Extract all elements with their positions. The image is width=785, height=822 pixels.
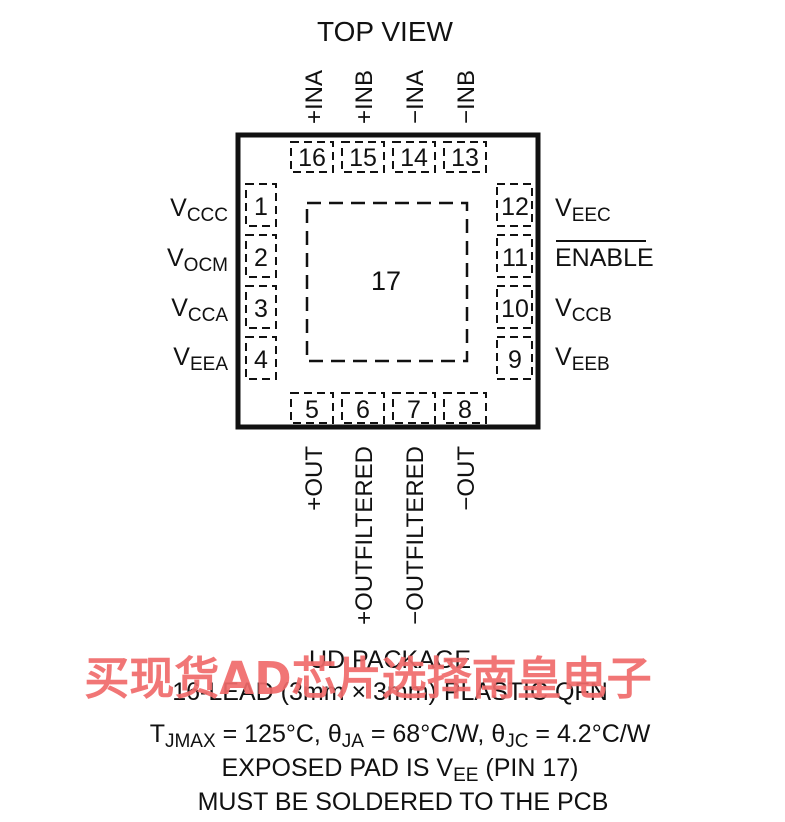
exposed-pad-outline <box>305 201 469 363</box>
pin-number-11: 11 <box>502 244 528 272</box>
pin-pad-13 <box>443 141 487 173</box>
bottom-pins: 5 6 7 8 +OUT +OUTFILTERED −OUTFILTERED −… <box>290 392 487 625</box>
pin-number-3: 3 <box>254 295 268 323</box>
package-description: 16-LEAD (3mm × 3mm) PLASTIC QFN <box>172 678 608 706</box>
left-pins: 1 2 3 4 VCCC VOCM VCCA VEEA <box>167 183 277 380</box>
watermark-text: 买现货AD芯片选择南皇电子 <box>84 652 651 705</box>
right-pins: 12 11 10 9 VEEC ENABLE VCCB VEEB <box>496 183 654 380</box>
pin-label-3: VCCA <box>171 294 228 326</box>
top-pins: 16 15 14 13 +INA +INB −INA −INB <box>290 70 487 173</box>
pin-label-4: VEEA <box>173 343 228 375</box>
pin-label-16: +INA <box>301 70 328 124</box>
pin-number-6: 6 <box>356 396 370 424</box>
package-body <box>235 132 541 430</box>
pin-label-13: −INB <box>453 70 480 124</box>
pin-label-8: −OUT <box>453 446 480 511</box>
diagram-title: TOP VIEW <box>317 16 453 47</box>
pin-label-12: VEEC <box>555 194 611 226</box>
pin-number-13: 13 <box>451 144 479 172</box>
pin-label-9: VEEB <box>555 343 610 375</box>
pin-pad-10 <box>496 285 533 329</box>
pin-pad-16 <box>290 141 334 173</box>
pin-pad-7 <box>392 392 436 424</box>
pin-pad-11 <box>496 234 533 278</box>
pin-pad-1 <box>245 183 277 227</box>
pin-pad-2 <box>245 234 277 278</box>
pin-pad-3 <box>245 285 277 329</box>
exposed-pad-number: 17 <box>371 266 401 296</box>
pin-label-15: +INB <box>351 70 378 124</box>
pin-label-6: +OUTFILTERED <box>351 446 378 625</box>
pin-label-11: ENABLE <box>555 244 654 272</box>
pin-number-12: 12 <box>501 193 529 221</box>
pin-number-14: 14 <box>400 144 428 172</box>
pin-number-4: 4 <box>254 346 268 374</box>
exposed-pad-note: EXPOSED PAD IS VEE (PIN 17) <box>222 754 579 786</box>
pin-number-5: 5 <box>305 396 319 424</box>
thermal-specs: TJMAX = 125°C, θJA = 68°C/W, θJC = 4.2°C… <box>150 720 651 752</box>
pin-pad-14 <box>392 141 436 173</box>
package-info: UD PACKAGE 16-LEAD (3mm × 3mm) PLASTIC Q… <box>150 646 651 816</box>
pin-label-7: −OUTFILTERED <box>402 446 429 625</box>
pin-label-1: VCCC <box>170 194 228 226</box>
pin-number-15: 15 <box>349 144 377 172</box>
pin-number-2: 2 <box>254 244 268 272</box>
pin-number-10: 10 <box>501 295 529 323</box>
pin-pad-6 <box>341 392 385 424</box>
pin-pad-15 <box>341 141 385 173</box>
package-name: UD PACKAGE <box>309 646 471 674</box>
pin-pad-8 <box>443 392 487 424</box>
pin-pad-9 <box>496 336 533 380</box>
pin-pad-5 <box>290 392 334 424</box>
pin-label-14: −INA <box>402 70 429 124</box>
pin-number-7: 7 <box>407 396 421 424</box>
pin-number-1: 1 <box>254 193 268 221</box>
pin-label-5: +OUT <box>301 446 328 511</box>
pin-number-8: 8 <box>458 396 472 424</box>
pin-pad-12 <box>496 183 533 227</box>
pin-number-9: 9 <box>508 346 522 374</box>
pin-number-16: 16 <box>298 144 326 172</box>
pin-label-10: VCCB <box>555 294 612 326</box>
pin-label-2: VOCM <box>167 244 228 276</box>
pin-pad-4 <box>245 336 277 380</box>
solder-note: MUST BE SOLDERED TO THE PCB <box>198 788 609 816</box>
